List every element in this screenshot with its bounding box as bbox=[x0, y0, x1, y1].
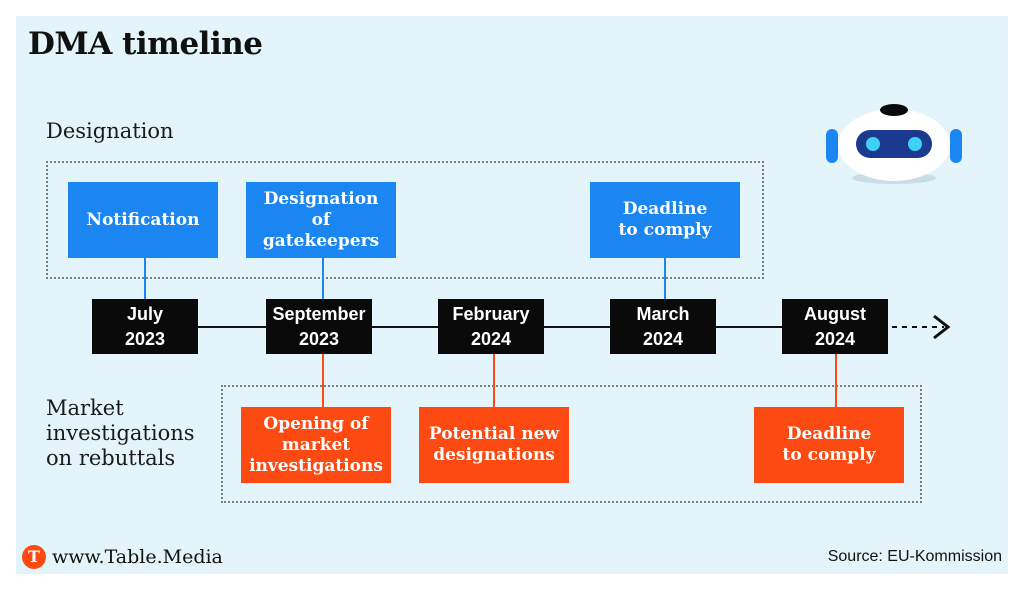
date-month: August bbox=[804, 303, 866, 324]
footer-url: www.Table.Media bbox=[52, 546, 223, 568]
date-box-august-2024: August 2024 bbox=[782, 299, 888, 354]
robot-icon bbox=[826, 104, 962, 184]
connector-notification bbox=[144, 256, 146, 300]
table-media-logo: T bbox=[22, 545, 46, 569]
date-year: 2024 bbox=[814, 328, 856, 349]
footer-source: Source: EU-Kommission bbox=[827, 548, 1002, 565]
date-month: July bbox=[126, 303, 164, 324]
date-month: March bbox=[636, 303, 690, 324]
connector-market-deadline bbox=[835, 354, 837, 407]
date-month: September bbox=[272, 303, 366, 324]
market-box-deadline: Deadline to comply bbox=[754, 407, 904, 483]
date-box-july-2023: July 2023 bbox=[92, 299, 198, 354]
date-box-march-2024: March 2024 bbox=[610, 299, 716, 354]
connector-designation bbox=[322, 256, 324, 300]
designation-box-notification: Notification bbox=[68, 182, 218, 258]
connector-designation-deadline bbox=[664, 256, 666, 300]
connector-opening bbox=[322, 354, 324, 407]
designation-box-gatekeepers: Designation of gatekeepers bbox=[246, 182, 396, 258]
section-label-market: Market investigations on rebuttals bbox=[46, 396, 195, 470]
market-group-frame bbox=[221, 385, 922, 503]
market-box-opening: Opening of market investigations bbox=[241, 407, 391, 483]
section-label-designation: Designation bbox=[46, 119, 174, 143]
arrow-right-icon bbox=[892, 314, 951, 340]
date-box-february-2024: February 2024 bbox=[438, 299, 544, 354]
date-year: 2023 bbox=[298, 328, 340, 349]
designation-box-deadline: Deadline to comply bbox=[590, 182, 740, 258]
date-year: 2023 bbox=[124, 328, 166, 349]
market-box-potential: Potential new designations bbox=[419, 407, 569, 483]
page-title: DMA timeline bbox=[28, 26, 263, 62]
connector-potential bbox=[493, 354, 495, 407]
date-box-september-2023: September 2023 bbox=[266, 299, 372, 354]
date-month: February bbox=[452, 303, 530, 324]
date-year: 2024 bbox=[470, 328, 512, 349]
designation-group-frame bbox=[46, 161, 764, 279]
date-year: 2024 bbox=[642, 328, 684, 349]
